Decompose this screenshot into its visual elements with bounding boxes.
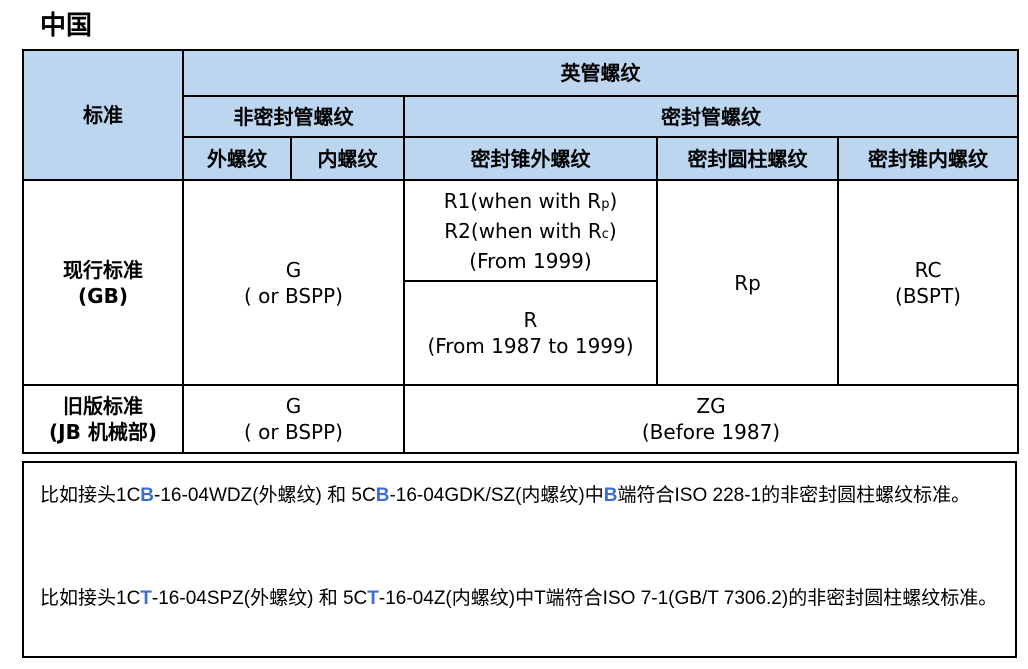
old-label-line1: 旧版标准	[63, 394, 143, 418]
old-label-line2: (JB 机械部)	[49, 420, 157, 444]
header-sealing: 密封管螺纹	[403, 95, 1019, 138]
current-taper-female-cell: RC (BSPT)	[837, 179, 1019, 386]
thread-standard-table: 标准 英管螺纹 非密封管螺纹 密封管螺纹 外螺纹 内螺纹 密封锥外螺纹 密封圆柱…	[22, 49, 1019, 454]
header-male-thread: 外螺纹	[182, 136, 292, 181]
old-sealing-line1: ZG	[696, 394, 726, 418]
highlight-b: B	[375, 485, 390, 506]
old-non-sealing-cell: G ( or BSPP)	[182, 384, 405, 454]
page-title: 中国	[40, 11, 93, 41]
current-taper-female-line2: (BSPT)	[895, 283, 961, 308]
current-parallel-cell: Rp	[656, 179, 839, 386]
old-sealing-line2: (Before 1987)	[641, 420, 781, 444]
old-non-sealing-line1: G	[285, 394, 302, 418]
current-taper-male-a-line1: R1(when with Rp)	[443, 188, 618, 213]
header-bsp-thread: 英管螺纹	[182, 49, 1019, 97]
current-label-line2: (GB)	[78, 283, 128, 308]
highlight-t: T	[367, 588, 379, 609]
header-sealing-taper-male: 密封锥外螺纹	[403, 136, 658, 181]
current-non-sealing-line2: ( or BSPP)	[244, 283, 343, 308]
current-taper-male-cell-a: R1(when with Rp) R2(when with Rc) (From …	[403, 179, 658, 282]
current-taper-male-b-line2: (From 1987 to 1999)	[427, 334, 634, 358]
highlight-b: B	[140, 485, 155, 506]
current-taper-male-a-line2: R2(when with Rc)	[444, 218, 617, 243]
header-standard: 标准	[22, 49, 184, 181]
highlight-b: B	[603, 485, 618, 506]
current-non-sealing-line1: G	[285, 257, 302, 282]
current-non-sealing-cell: G ( or BSPP)	[182, 179, 405, 386]
highlight-t: T	[140, 588, 152, 609]
header-non-sealing: 非密封管螺纹	[182, 95, 405, 138]
current-label-line1: 现行标准	[63, 257, 143, 282]
header-sealing-parallel: 密封圆柱螺纹	[656, 136, 839, 181]
row-label-old: 旧版标准 (JB 机械部)	[22, 384, 184, 454]
header-sealing-taper-female: 密封锥内螺纹	[837, 136, 1019, 181]
old-sealing-cell: ZG (Before 1987)	[403, 384, 1019, 454]
current-taper-male-a-line3: (From 1999)	[469, 248, 592, 273]
current-taper-female-line1: RC	[914, 257, 942, 282]
current-taper-male-b-line1: R	[523, 308, 538, 332]
notes-box: 比如接头1CB-16-04WDZ(外螺纹) 和 5CB-16-04GDK/SZ(…	[22, 461, 1017, 658]
current-taper-male-cell-b: R (From 1987 to 1999)	[403, 280, 658, 386]
row-label-current: 现行标准 (GB)	[22, 179, 184, 386]
note-example-b: 比如接头1CB-16-04WDZ(外螺纹) 和 5CB-16-04GDK/SZ(…	[40, 485, 971, 506]
header-female-thread: 内螺纹	[290, 136, 405, 181]
note-example-t: 比如接头1CT-16-04SPZ(外螺纹) 和 5CT-16-04Z(内螺纹)中…	[40, 588, 998, 609]
old-non-sealing-line2: ( or BSPP)	[244, 420, 343, 444]
